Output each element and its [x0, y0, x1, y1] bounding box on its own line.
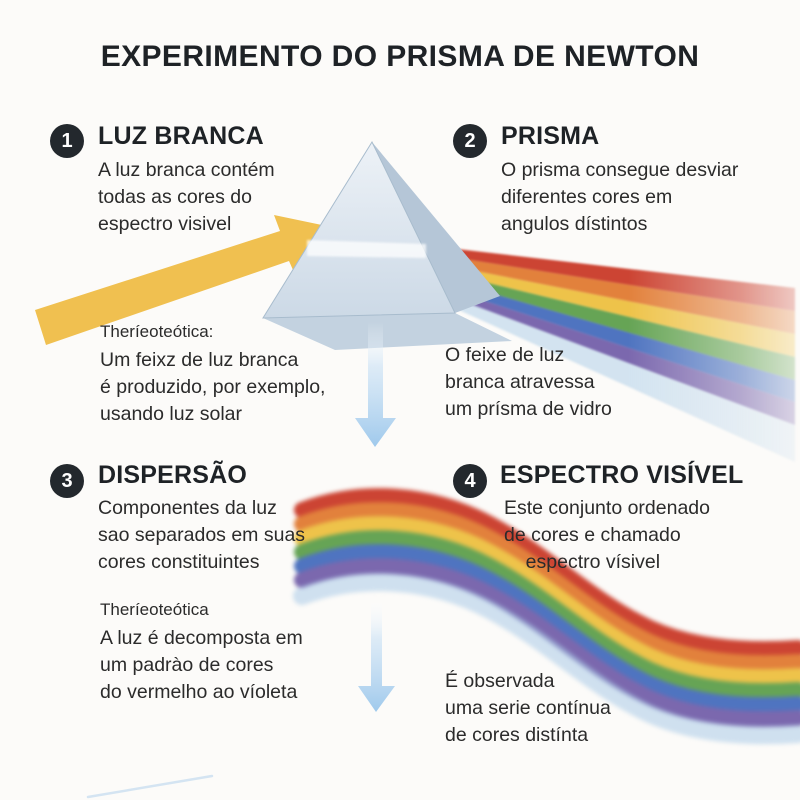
- wave-band-red: [294, 488, 800, 658]
- refraction-fan: [422, 245, 795, 462]
- step-2-badge: 2: [453, 124, 487, 158]
- spectrum-note: É observada uma serie contínua de cores …: [445, 670, 611, 746]
- wave-band-blue: [294, 544, 800, 714]
- wave-band-green: [294, 530, 800, 700]
- flow-arrow-down-2-icon: [358, 598, 395, 712]
- step-4-description: Este conjunto ordenado de cores e chamad…: [504, 497, 710, 573]
- wave-band-pale: [293, 573, 800, 745]
- flow-arrow-down-1-icon: [355, 322, 396, 447]
- step-3-number: 3: [61, 469, 73, 492]
- spectrum-band-pale: [446, 295, 795, 462]
- prism-internal-beam: [307, 240, 426, 258]
- step-4-badge: 4: [453, 464, 487, 498]
- spectrum-band-green: [434, 270, 795, 380]
- decorative-blue-stroke: [86, 774, 214, 799]
- step-1-heading: LUZ BRANCA: [98, 122, 264, 150]
- page-title: EXPERIMENTO DO PRISMA DE NEWTON: [100, 40, 700, 73]
- wave-band-violet: [294, 558, 800, 728]
- spectrum-band-orange: [426, 253, 795, 334]
- step-1-description: A luz branca contém todas as cores do es…: [98, 159, 275, 235]
- beam-note-label: Theríeoteótica:: [100, 322, 214, 341]
- step-1-badge: 1: [50, 124, 84, 158]
- dispersion-note-body: A luz é decomposta em um padrào de cores…: [100, 627, 303, 703]
- wave-band-yellow: [294, 516, 800, 686]
- prism-base-face: [263, 313, 512, 350]
- spectrum-band-blue: [438, 278, 795, 402]
- prism-right-face: [372, 142, 500, 313]
- step-1-number: 1: [61, 129, 73, 152]
- prism-front-face: [262, 140, 456, 319]
- step-3-description: Componentes da luz sao separados em suas…: [98, 497, 306, 573]
- spectrum-band-yellow: [430, 262, 795, 357]
- wave-band-orange: [294, 502, 800, 672]
- dispersion-note-label: Theríeoteótica: [100, 600, 209, 619]
- prism-note: O feixe de luz branca atravessa um prísm…: [445, 344, 612, 420]
- step-4-number: 4: [464, 469, 476, 492]
- glass-prism-icon: [262, 140, 512, 350]
- step-2-heading: PRISMA: [501, 122, 600, 150]
- step-3-badge: 3: [50, 464, 84, 498]
- step-2-number: 2: [464, 129, 476, 152]
- spectrum-wave: [293, 488, 800, 745]
- step-4-heading: ESPECTRO VISÍVEL: [500, 461, 744, 489]
- spectrum-band-violet: [442, 287, 795, 425]
- step-3-heading: DISPERSÃO: [98, 461, 248, 489]
- white-light-beam-arrow-icon: [35, 215, 341, 345]
- beam-note-body: Um feixz de luz branca é produzido, por …: [100, 349, 326, 425]
- spectrum-band-red: [422, 245, 795, 311]
- step-2-description: O prisma consegue desviar diferentes cor…: [501, 159, 739, 235]
